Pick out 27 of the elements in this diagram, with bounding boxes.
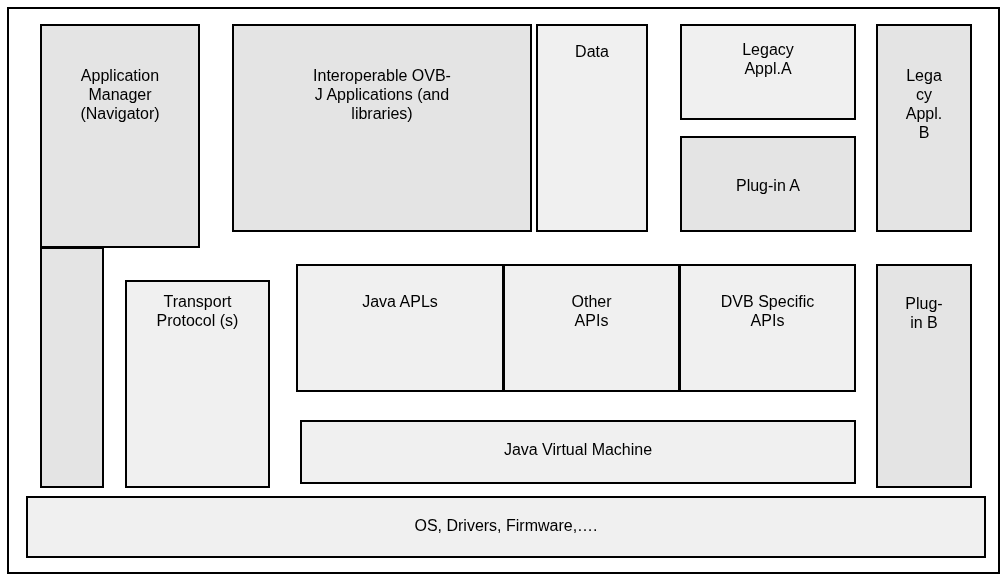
component-block — [232, 24, 532, 232]
block-label: Plug-in A — [735, 176, 800, 195]
component-block — [536, 24, 648, 232]
block-label: Lega cy Appl. B — [904, 66, 944, 142]
layer-block — [300, 420, 856, 484]
api-block — [679, 264, 856, 392]
component-block — [680, 24, 856, 120]
block-label: Data — [575, 42, 609, 61]
block-label: Transport Protocol (s) — [155, 292, 240, 330]
component-block — [125, 280, 270, 488]
api-block — [503, 264, 680, 392]
component-block — [40, 24, 200, 248]
api-block — [296, 264, 504, 392]
block-label: Interoperable OVB-J Applications (and libraries) — [312, 66, 452, 123]
component-block — [680, 136, 856, 232]
block-label: OS, Drivers, Firmware,…. — [414, 516, 598, 535]
block-label: Other APIs — [570, 292, 613, 330]
component-block — [876, 264, 972, 488]
layer-block — [26, 496, 986, 558]
block-label: Legacy Appl.A — [741, 40, 795, 78]
block-label: Application Manager (Navigator) — [79, 66, 161, 123]
block-label: DVB Specific APIs — [719, 292, 816, 330]
block-label: Plug- in B — [904, 294, 944, 332]
block-label: Java Virtual Machine — [503, 440, 653, 459]
side-bar — [40, 247, 104, 488]
block-label: Java APLs — [362, 292, 438, 311]
component-block — [876, 24, 972, 232]
